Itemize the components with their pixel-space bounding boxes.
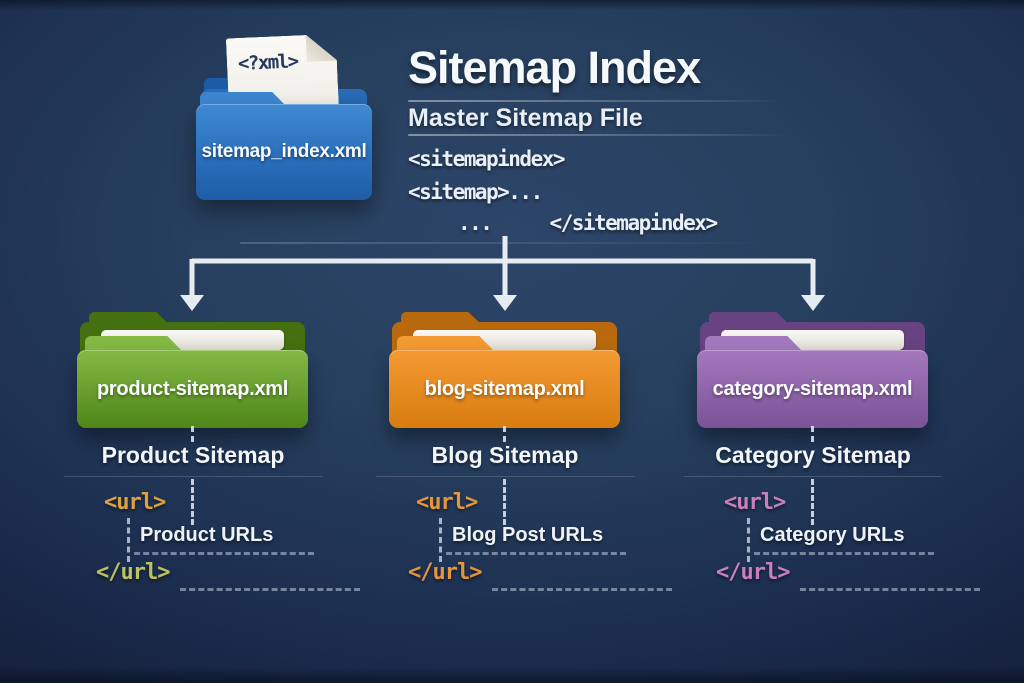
paper-fold-corner bbox=[306, 34, 337, 62]
dashed-connector bbox=[503, 479, 506, 525]
column-divider bbox=[684, 476, 942, 477]
dashed-underline bbox=[492, 588, 672, 591]
master-folder-front-tab bbox=[200, 92, 286, 106]
url-close-tag: </url> bbox=[408, 560, 482, 585]
blog-folder: blog-sitemap.xml bbox=[387, 312, 622, 428]
folder-front: category-sitemap.xml bbox=[697, 350, 928, 428]
code-line-sitemap: <sitemap>... bbox=[408, 180, 543, 204]
folder-front-tab bbox=[397, 336, 495, 352]
url-close-tag: </url> bbox=[716, 560, 790, 585]
column-product-sitemap: product-sitemap.xml Product Sitemap <url… bbox=[58, 312, 360, 612]
folder-front-tab bbox=[85, 336, 183, 352]
code-line-sitemapindex-close: ... </sitemapindex> bbox=[408, 211, 718, 235]
column-category-sitemap: category-sitemap.xml Category Sitemap <u… bbox=[678, 312, 980, 612]
product-folder: product-sitemap.xml bbox=[75, 312, 310, 428]
master-folder-label: sitemap_index.xml bbox=[201, 141, 367, 162]
dashed-connector bbox=[747, 518, 750, 562]
column-heading: Category Sitemap bbox=[715, 442, 911, 468]
subtitle-divider bbox=[408, 134, 788, 136]
url-content-label: Category URLs bbox=[760, 524, 905, 546]
master-folder-front: sitemap_index.xml bbox=[196, 104, 372, 200]
code-line-sitemapindex-open: <sitemapindex> bbox=[408, 147, 566, 171]
xml-declaration-label: <?xml> bbox=[237, 50, 299, 75]
url-content-label: Product URLs bbox=[140, 524, 274, 546]
dashed-underline bbox=[134, 552, 314, 555]
dashed-underline bbox=[800, 588, 980, 591]
page-title: Sitemap Index bbox=[408, 42, 701, 93]
dashed-connector bbox=[811, 479, 814, 525]
url-open-tag: <url> bbox=[104, 490, 166, 515]
dashed-connector bbox=[191, 426, 194, 442]
url-close-tag: </url> bbox=[96, 560, 170, 585]
bottom-vignette bbox=[0, 667, 1024, 683]
dashed-connector bbox=[439, 518, 442, 562]
url-open-tag: <url> bbox=[416, 490, 478, 515]
folder-label: product-sitemap.xml bbox=[97, 377, 288, 400]
code-block-divider bbox=[240, 242, 765, 244]
dashed-connector bbox=[811, 426, 814, 442]
column-divider bbox=[64, 476, 322, 477]
column-divider bbox=[376, 476, 634, 477]
dashed-connector bbox=[127, 518, 130, 562]
code-close-tag: </sitemapindex> bbox=[549, 211, 718, 235]
folder-label: blog-sitemap.xml bbox=[424, 377, 585, 400]
dashed-connector bbox=[191, 479, 194, 525]
top-vignette bbox=[0, 0, 1024, 10]
code-ellipsis: ... bbox=[458, 211, 493, 235]
dashed-underline bbox=[180, 588, 360, 591]
dashed-underline bbox=[754, 552, 934, 555]
folder-label: category-sitemap.xml bbox=[712, 377, 913, 400]
url-open-tag: <url> bbox=[724, 490, 786, 515]
dashed-connector bbox=[503, 426, 506, 442]
title-divider bbox=[408, 100, 780, 102]
folder-front: product-sitemap.xml bbox=[77, 350, 308, 428]
master-folder: <?xml> sitemap_index.xml bbox=[196, 36, 372, 200]
column-heading: Product Sitemap bbox=[101, 442, 285, 468]
column-heading: Blog Sitemap bbox=[431, 442, 579, 468]
column-blog-sitemap: blog-sitemap.xml Blog Sitemap <url> Blog… bbox=[370, 312, 672, 612]
folder-front: blog-sitemap.xml bbox=[389, 350, 620, 428]
category-folder: category-sitemap.xml bbox=[695, 312, 930, 428]
url-content-label: Blog Post URLs bbox=[452, 524, 604, 546]
page-subtitle: Master Sitemap File bbox=[408, 104, 643, 132]
folder-front-tab bbox=[705, 336, 803, 352]
dashed-underline bbox=[446, 552, 626, 555]
